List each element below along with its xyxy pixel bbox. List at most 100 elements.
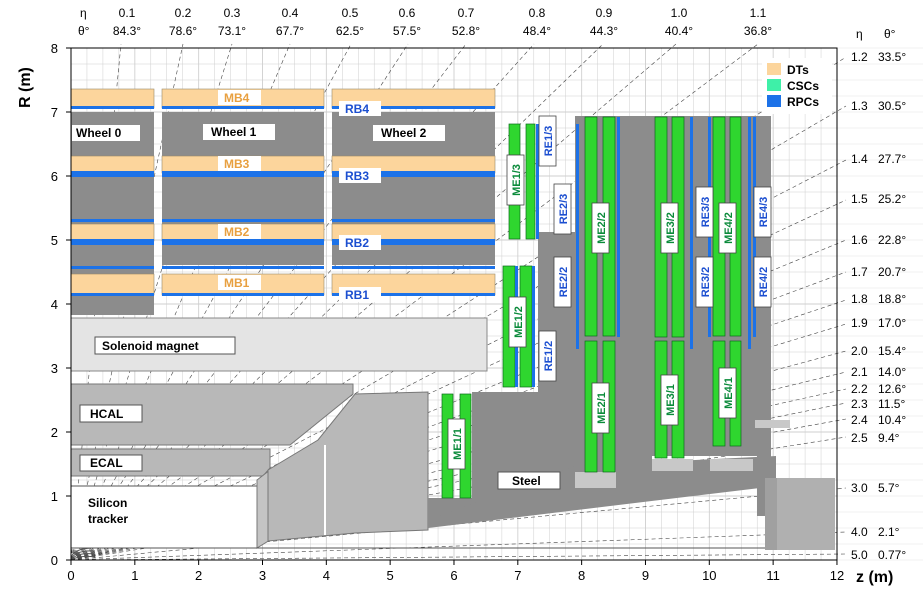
- top-theta-value: 44.3°: [590, 24, 618, 38]
- chamber-label-text: RE1/3: [543, 126, 555, 157]
- y-tick-label: 8: [51, 41, 58, 56]
- wheel-labels: Wheel 0 Wheel 1 Wheel 2: [72, 124, 445, 141]
- right-eta-value: 1.3: [851, 99, 868, 113]
- y-tick-label: 3: [51, 361, 58, 376]
- chamber-label-re32: RE3/2: [695, 256, 714, 308]
- silicon-tracker: [70, 485, 258, 549]
- rpc-strip: [162, 171, 324, 174]
- top-theta-value: 67.7°: [276, 24, 304, 38]
- right-eta-value: 1.2: [851, 50, 868, 64]
- x-tick-label: 8: [578, 568, 585, 583]
- top-theta-value: 57.5°: [393, 24, 421, 38]
- tracker-label-line2: tracker: [88, 512, 128, 526]
- rpc-chamber: [532, 266, 535, 387]
- right-theta-value: 25.2°: [878, 192, 906, 206]
- chamber-label-re33: RE3/3: [695, 186, 714, 238]
- chamber-label-me32: ME3/2: [660, 202, 679, 254]
- x-tick-label: 11: [766, 568, 780, 583]
- chamber-label-box: [660, 202, 679, 254]
- chamber-label-text: RE4/3: [758, 197, 770, 228]
- tracker-label-line1: Silicon: [88, 496, 127, 510]
- right-eta-value: 1.7: [851, 265, 868, 279]
- chamber-label-re22: RE2/2: [553, 256, 572, 308]
- right-theta-value: 15.4°: [878, 344, 906, 358]
- y-axis-label: R (m): [17, 67, 34, 108]
- steel-label: Steel: [512, 474, 541, 488]
- eta-line: [70, 553, 847, 561]
- chamber-label-text: ME2/1: [596, 392, 608, 424]
- rpc-chamber: [748, 117, 751, 349]
- y-tick-label: 7: [51, 105, 58, 120]
- rpc-strip: [332, 171, 495, 174]
- chamber-label-box: [660, 374, 679, 426]
- x-tick-label: 2: [195, 568, 202, 583]
- chamber-label-text: ME2/2: [596, 212, 608, 244]
- right-theta-value: 33.5°: [878, 50, 906, 64]
- rpc-strip: [162, 174, 324, 177]
- chamber-label-box: [508, 296, 527, 348]
- chamber-label-text: ME3/2: [665, 212, 677, 244]
- chamber-label-box: [718, 367, 737, 419]
- top-eta-value: 0.5: [342, 6, 359, 20]
- right-theta-value: 18.8°: [878, 292, 906, 306]
- csc-chamber: [525, 123, 536, 240]
- y-tick-label: 1: [51, 489, 58, 504]
- top-eta-value: 1.1: [750, 6, 767, 20]
- rpc-strip: [332, 293, 495, 296]
- chamber-label-text: RE1/2: [543, 341, 555, 372]
- chamber-label-box: [538, 330, 557, 382]
- right-eta-value: 1.9: [851, 316, 868, 330]
- chamber-label-text: RE2/3: [558, 194, 570, 225]
- rpc-strip: [162, 106, 324, 109]
- top-eta-value: 0.8: [529, 6, 546, 20]
- chamber-label-box: [753, 256, 772, 308]
- right-eta-value: 1.4: [851, 152, 868, 166]
- right-eta-value: 5.0: [851, 548, 868, 562]
- chamber-label-text: ME4/1: [723, 377, 735, 409]
- chamber-label-text: ME1/3: [511, 164, 523, 196]
- chamber-label-text: ME4/2: [723, 212, 735, 244]
- x-tick-label: 12: [830, 568, 844, 583]
- mb3-label: MB3: [224, 157, 250, 171]
- right-theta-value: 30.5°: [878, 99, 906, 113]
- chamber-label-me13: ME1/3: [506, 154, 525, 206]
- right-eta-value: 2.1: [851, 365, 868, 379]
- top-theta-value: 36.8°: [744, 24, 772, 38]
- eta-line: [70, 418, 847, 561]
- y-tick-label: 4: [51, 297, 58, 312]
- x-axis-label: z (m): [856, 569, 893, 586]
- chamber-label-box: [447, 418, 466, 470]
- solenoid-label: Solenoid magnet: [102, 339, 199, 353]
- chamber-label-box: [506, 154, 525, 206]
- wheel-0-label: Wheel 0: [76, 126, 122, 140]
- top-eta-value: 0.7: [458, 6, 475, 20]
- right-theta-value: 14.0°: [878, 365, 906, 379]
- right-eta-value: 4.0: [851, 525, 868, 539]
- right-eta-value: 2.0: [851, 344, 868, 358]
- rpc-strip: [332, 219, 495, 222]
- rpc-chamber: [536, 124, 539, 239]
- rpc-strip: [71, 171, 154, 174]
- right-theta-value: 27.7°: [878, 152, 906, 166]
- chamber-label-me41: ME4/1: [718, 367, 737, 419]
- x-tick-label: 7: [514, 568, 521, 583]
- rpc-strip: [162, 266, 324, 269]
- rpc-chamber: [690, 117, 693, 349]
- chamber-label-box: [695, 186, 714, 238]
- right-theta-value: 17.0°: [878, 316, 906, 330]
- chamber-label-re12: RE1/2: [538, 330, 557, 382]
- x-tick-label: 1: [131, 568, 138, 583]
- chamber-label-text: RE3/3: [700, 197, 712, 228]
- rpc-strip: [71, 219, 154, 222]
- rb2-label: RB2: [345, 236, 369, 250]
- legend-label: DTs: [787, 63, 809, 77]
- legend-label: CSCs: [787, 79, 819, 93]
- legend-label: RPCs: [787, 95, 819, 109]
- rpc-strip: [71, 239, 154, 242]
- right-eta-value: 2.3: [851, 397, 868, 411]
- rb-labels: RB4 RB3 RB2 RB1: [339, 101, 381, 302]
- hcal-label: HCAL: [90, 407, 123, 421]
- top-eta-value: 0.6: [399, 6, 416, 20]
- y-tick-label: 2: [51, 425, 58, 440]
